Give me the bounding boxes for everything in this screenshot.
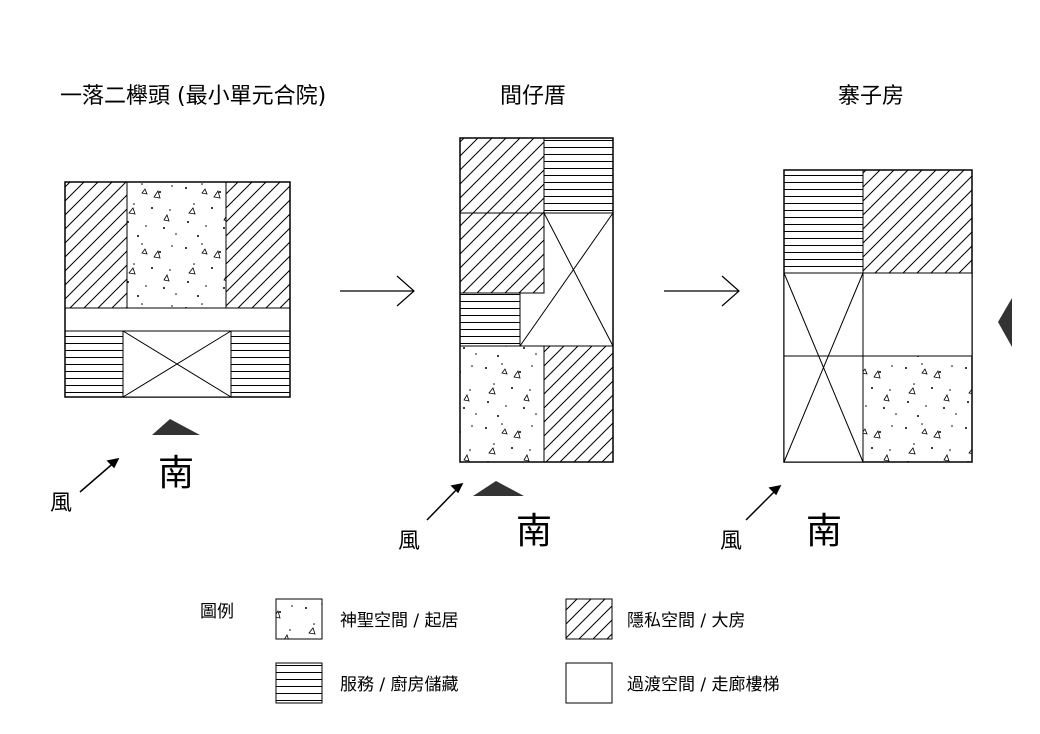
south-label-2: 南 [516,511,552,552]
east-marker-3 [998,298,1012,347]
legend-label-transition: 過渡空間 / 走廊樓梯 [627,675,780,695]
plan-title-courtyard: 一落二櫸頭 (最小單元合院) [60,84,326,109]
legend-swatch-dots [275,598,323,640]
legend-title: 圖例 [200,602,234,622]
legend: 圖例 神聖空間 / 起居 隱私空間 / 大房 服務 / 廚房儲藏 過渡空間 / … [200,598,780,704]
plan-jian-zai-cuo [459,137,614,463]
legend-label-service: 服務 / 廚房儲藏 [340,674,459,695]
transition-arrow-2 [664,275,740,307]
legend-swatch-diagonal [565,598,613,640]
plan-title-jian-zai-cuo: 間仔厝 [500,84,566,109]
plan-courtyard [64,181,291,398]
wind-label-2: 風 [398,529,420,554]
wind-arrow-icon-3 [745,484,782,521]
wind-arrow-icon-2 [426,482,464,521]
wind-label-1: 風 [50,491,72,516]
legend-label-sacred: 神聖空間 / 起居 [340,611,459,631]
legend-swatch-blank [565,662,613,704]
south-label-1: 南 [158,453,194,494]
south-label-3: 南 [806,511,842,552]
legend-swatch-horizontal [275,662,323,704]
south-marker-1 [152,419,200,435]
legend-label-private: 隱私空間 / 大房 [627,611,746,631]
wind-label-3: 風 [720,529,742,554]
plan-title-zhai-zi-fang: 寨子房 [838,84,904,109]
wind-arrow-icon-1 [79,457,120,493]
transition-arrow-1 [340,275,415,307]
plan-zhai-zi-fang [783,169,973,463]
south-marker-2 [473,481,524,496]
